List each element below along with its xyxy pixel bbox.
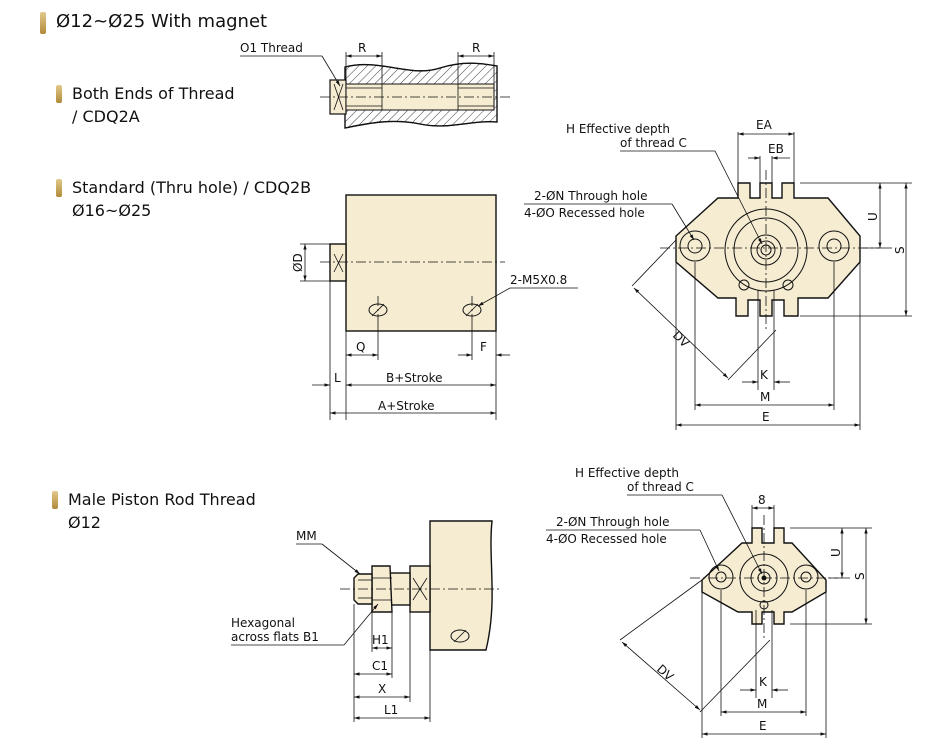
- h-depth2-line2: of thread C: [627, 480, 694, 494]
- h-depth2-line1: H Effective depth: [575, 466, 679, 480]
- mm-label: MM: [296, 529, 317, 543]
- heading-with-magnet-text: Ø12~Ø25 With magnet: [56, 11, 268, 32]
- recessed-hole2-label: 4-ØO Recessed hole: [546, 532, 667, 546]
- u-label: U: [866, 212, 880, 221]
- f-label: F: [480, 340, 487, 354]
- heading-male-rod-line2: Ø12: [68, 513, 101, 532]
- cylinder-body: [345, 194, 497, 332]
- hex-line2: across flats B1: [231, 630, 319, 644]
- x-label: X: [378, 682, 386, 696]
- ea-label: EA: [756, 118, 773, 132]
- h-depth-line2: of thread C: [620, 136, 687, 150]
- standard-front-view: EA EB H Effective depth of thread C 2-ØN…: [524, 118, 912, 430]
- male-rod-side-view: MM Hexagonal across flats B1 H1 C1 X L1: [231, 520, 500, 722]
- heading-male-rod: Male Piston Rod Thread Ø12: [52, 488, 256, 534]
- bullet-icon: [40, 12, 46, 34]
- r-label-left: R: [358, 41, 366, 55]
- heading-both-ends-line2: / CDQ2A: [72, 107, 140, 126]
- s2-label: S: [853, 572, 867, 580]
- k-label: K: [760, 368, 769, 382]
- dv2-label: DV: [654, 662, 677, 684]
- h1-label: H1: [372, 633, 389, 647]
- r-label-right: R: [472, 41, 480, 55]
- eight-label: 8: [758, 493, 766, 507]
- heading-standard: Standard (Thru hole) / CDQ2B Ø16~Ø25: [56, 176, 311, 222]
- heading-male-rod-line1: Male Piston Rod Thread: [68, 490, 256, 509]
- m5-label: 2-M5X0.8: [510, 273, 567, 287]
- u2-label: U: [829, 548, 843, 557]
- od-label: ØD: [291, 253, 305, 272]
- m-label: M: [760, 390, 770, 404]
- bullet-icon: [52, 491, 58, 509]
- recessed-hole-label: 4-ØO Recessed hole: [524, 206, 645, 220]
- k2-label: K: [759, 675, 768, 689]
- c1-label: C1: [372, 659, 388, 673]
- heading-both-ends-line1: Both Ends of Thread: [72, 84, 235, 103]
- standard-side-view: ØD 2-M5X0.8 Q F L B+Stroke A+Stroke: [291, 194, 578, 420]
- hex-line1: Hexagonal: [231, 616, 295, 630]
- through-hole2-label: 2-ØN Through hole: [556, 515, 669, 529]
- e2-label: E: [759, 719, 767, 733]
- heading-standard-line2: Ø16~Ø25: [72, 201, 152, 220]
- h-depth-line1: H Effective depth: [566, 122, 670, 136]
- bullet-icon: [56, 179, 62, 197]
- both-ends-thread-drawing: R R O1 Thread: [240, 41, 510, 129]
- m2-label: M: [757, 697, 767, 711]
- o1-thread-label: O1 Thread: [240, 41, 303, 55]
- male-rod-front-view: 8 H Effective depth of thread C 2-ØN Thr…: [546, 466, 872, 738]
- l1-label: L1: [384, 703, 398, 717]
- heading-both-ends: Both Ends of Thread / CDQ2A: [56, 82, 235, 128]
- a-stroke-label: A+Stroke: [378, 399, 435, 413]
- eb-label: EB: [768, 142, 784, 156]
- dv-label: DV: [670, 328, 693, 351]
- heading-with-magnet: Ø12~Ø25 With magnet: [40, 10, 267, 34]
- bullet-icon: [56, 85, 62, 103]
- l-label: L: [334, 371, 341, 385]
- through-hole-label: 2-ØN Through hole: [534, 189, 647, 203]
- e-label: E: [762, 410, 770, 424]
- s-label: S: [893, 246, 907, 254]
- b-stroke-label: B+Stroke: [386, 371, 443, 385]
- heading-standard-line1: Standard (Thru hole) / CDQ2B: [72, 178, 312, 197]
- q-label: Q: [356, 340, 365, 354]
